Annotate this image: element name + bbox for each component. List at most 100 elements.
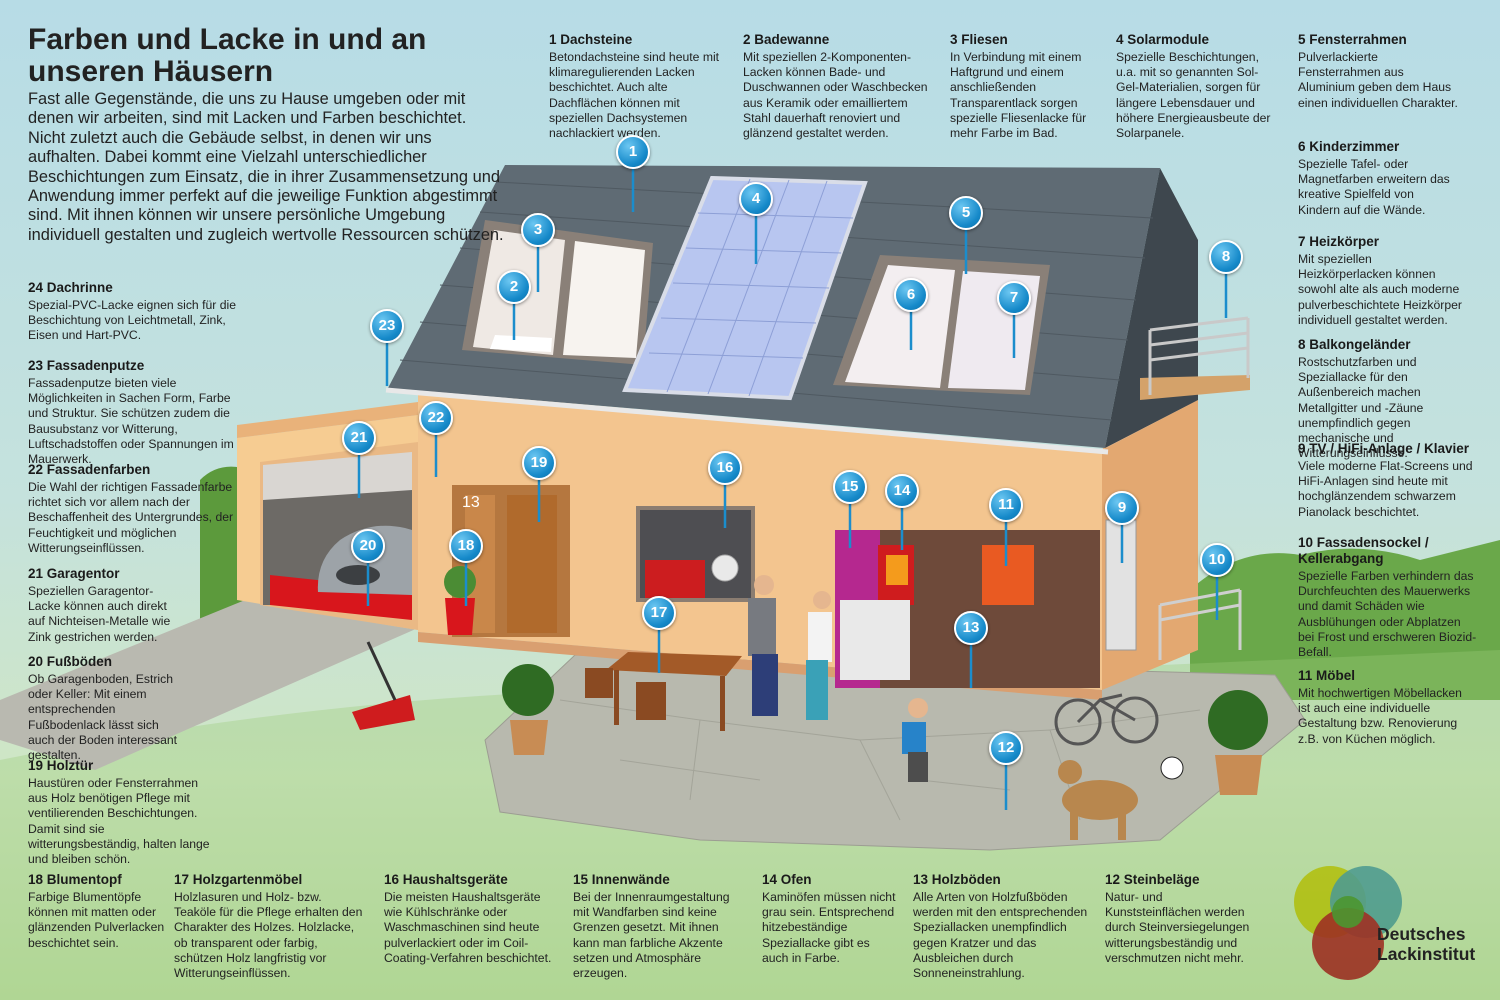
marker-pin-3: 3 — [521, 213, 555, 247]
logo-line-2: Lackinstitut — [1377, 944, 1476, 964]
caption-5-fensterrahmen: 5 Fensterrahmen Pulverlackierte Fensterr… — [1298, 32, 1458, 111]
caption-19-holztuer: 19 Holztür Haustüren oder Fensterrahmen … — [28, 758, 213, 867]
marker-pin-7: 7 — [997, 281, 1031, 315]
caption-title: 15 Innenwände — [573, 872, 670, 887]
caption-title: 13 Holzböden — [913, 872, 1001, 887]
potted-plant-right — [1208, 690, 1268, 795]
marker-pin-15: 15 — [833, 470, 867, 504]
caption-text: Speziellen Garagentor-Lacke können auch … — [28, 584, 171, 644]
caption-text: Spezielle Farben verhindern das Durchfeu… — [1298, 569, 1477, 660]
caption-title: 4 Solarmodule — [1116, 32, 1210, 47]
caption-title: 6 Kinderzimmer — [1298, 139, 1400, 154]
caption-text: Betondachsteine sind heute mit klimaregu… — [549, 50, 720, 141]
caption-8-balkongelaender: 8 Balkongeländer Rostschutzfarben und Sp… — [1298, 337, 1483, 461]
caption-title: 19 Holztür — [28, 758, 94, 773]
marker-pin-5: 5 — [949, 196, 983, 230]
caption-6-kinderzimmer: 6 Kinderzimmer Spezielle Tafel- oder Mag… — [1298, 139, 1458, 218]
marker-pin-16: 16 — [708, 451, 742, 485]
basement-railing — [1158, 588, 1242, 660]
marker-pin-14: 14 — [885, 474, 919, 508]
house-number: 13 — [462, 494, 480, 511]
caption-title: 18 Blumentopf — [28, 872, 122, 887]
bicycle — [1054, 693, 1159, 746]
caption-text: Mit speziellen 2-Komponenten-Lacken könn… — [743, 50, 928, 141]
marker-pin-8: 8 — [1209, 240, 1243, 274]
caption-title: 1 Dachsteine — [549, 32, 633, 47]
dog — [1058, 760, 1138, 840]
caption-text: Spezielle Beschichtungen, u.a. mit so ge… — [1116, 50, 1271, 141]
marker-pin-9: 9 — [1105, 491, 1139, 525]
caption-12-steinbelaege: 12 Steinbeläge Natur- und Kunststeinfläc… — [1105, 872, 1260, 966]
caption-title: 12 Steinbeläge — [1105, 872, 1200, 887]
intro-text: Fast alle Gegenstände, die uns zu Hause … — [28, 90, 504, 244]
caption-2-badewanne: 2 Badewanne Mit speziellen 2-Komponenten… — [743, 32, 928, 141]
caption-text: Mit speziellen Heizkörperlacken können s… — [1298, 252, 1462, 327]
caption-13-holzboeden: 13 Holzböden Alle Arten von Holzfußböden… — [913, 872, 1088, 981]
marker-pin-4: 4 — [739, 182, 773, 216]
caption-text: Kaminöfen müssen nicht grau sein. Entspr… — [762, 890, 896, 965]
caption-text: In Verbindung mit einem Haftgrund und ei… — [950, 50, 1087, 141]
caption-text: Spezial-PVC-Lacke eignen sich für die Be… — [28, 298, 236, 343]
lackinstitut-logo — [1294, 866, 1402, 980]
caption-24-dachrinne: 24 Dachrinne Spezial-PVC-Lacke eignen si… — [28, 280, 238, 344]
marker-pin-10: 10 — [1200, 543, 1234, 577]
gutter — [385, 387, 1109, 455]
caption-title: 10 Fassadensockel / Kellerabgang — [1298, 535, 1429, 566]
caption-title: 16 Haushaltsgeräte — [384, 872, 508, 887]
caption-text: Pulverlackierte Fensterrahmen aus Alumin… — [1298, 50, 1458, 110]
caption-7-heizkoerper: 7 Heizkörper Mit speziellen Heizkörperla… — [1298, 234, 1468, 328]
marker-pin-20: 20 — [351, 529, 385, 563]
solar-panel — [622, 175, 868, 401]
caption-23-fassadenputze: 23 Fassadenputze Fassadenputze bieten vi… — [28, 358, 253, 467]
caption-text: Die Wahl der richtigen Fassadenfarbe ric… — [28, 480, 234, 555]
kitchen-window — [636, 506, 755, 602]
lawnmower — [352, 641, 415, 730]
caption-text: Natur- und Kunststeinflächen werden durc… — [1105, 890, 1250, 965]
caption-text: Alle Arten von Holzfußböden werden mit d… — [913, 890, 1088, 981]
caption-text: Mit hochwertigen Möbellacken ist auch ei… — [1298, 686, 1462, 746]
football — [1160, 756, 1184, 780]
caption-text: Die meisten Haushaltsgeräte wie Kühlschr… — [384, 890, 552, 965]
balcony — [1140, 316, 1250, 400]
caption-title: 11 Möbel — [1298, 668, 1356, 683]
living-room — [835, 530, 1100, 688]
marker-pin-2: 2 — [497, 270, 531, 304]
caption-1-dachsteine: 1 Dachsteine Betondachsteine sind heute … — [549, 32, 724, 141]
caption-10-fassadensockel: 10 Fassadensockel / Kellerabgang Speziel… — [1298, 535, 1478, 660]
marker-pin-13: 13 — [954, 611, 988, 645]
logo-line-1: Deutsches — [1377, 924, 1466, 944]
marker-pin-12: 12 — [989, 731, 1023, 765]
caption-title: 20 Fußböden — [28, 654, 112, 669]
caption-text: Bei der Innenraumgestaltung mit Wandfarb… — [573, 890, 730, 981]
caption-text: Ob Garagenboden, Estrich oder Keller: Mi… — [28, 672, 178, 763]
caption-18-blumentopf: 18 Blumentopf Farbige Blumentöpfe können… — [28, 872, 168, 951]
caption-21-garagentor: 21 Garagentor Speziellen Garagentor-Lack… — [28, 566, 183, 645]
caption-title: 5 Fensterrahmen — [1298, 32, 1407, 47]
caption-text: Farbige Blumentöpfe können mit matten od… — [28, 890, 165, 950]
caption-text: Fassadenputze bieten viele Möglichkeiten… — [28, 376, 234, 467]
caption-title: 7 Heizkörper — [1298, 234, 1380, 249]
marker-pin-18: 18 — [449, 529, 483, 563]
marker-pin-17: 17 — [642, 596, 676, 630]
caption-text: Haustüren oder Fensterrahmen aus Holz be… — [28, 776, 210, 867]
caption-title: 14 Ofen — [762, 872, 812, 887]
marker-pin-23: 23 — [370, 309, 404, 343]
marker-pin-21: 21 — [342, 421, 376, 455]
caption-title: 23 Fassadenputze — [28, 358, 145, 373]
caption-text: Spezielle Tafel- oder Magnetfarben erwei… — [1298, 157, 1450, 217]
potted-plant-left — [502, 664, 554, 755]
garage — [237, 402, 418, 630]
page-title: Farben und Lacke in und an unseren Häuse… — [28, 23, 427, 88]
caption-17-holzgartenmoebel: 17 Holzgartenmöbel Holzlasuren und Holz-… — [174, 872, 364, 981]
caption-4-solarmodule: 4 Solarmodule Spezielle Beschichtungen, … — [1116, 32, 1276, 141]
caption-title: 22 Fassadenfarben — [28, 462, 151, 477]
caption-20-fussboeden: 20 Fußböden Ob Garagenboden, Estrich ode… — [28, 654, 183, 763]
caption-11-moebel: 11 Möbel Mit hochwertigen Möbellacken is… — [1298, 668, 1463, 747]
caption-title: 24 Dachrinne — [28, 280, 113, 295]
caption-text: Rostschutzfarben und Speziallacke für de… — [1298, 355, 1424, 461]
marker-pin-11: 11 — [989, 488, 1023, 522]
caption-text: Viele moderne Flat-Screens und HiFi-Anla… — [1298, 459, 1473, 519]
caption-3-fliesen: 3 Fliesen In Verbindung mit einem Haftgr… — [950, 32, 1095, 141]
caption-9-tv-hifi: 9 TV / HiFi-Anlage / Klavier Viele moder… — [1298, 441, 1483, 520]
